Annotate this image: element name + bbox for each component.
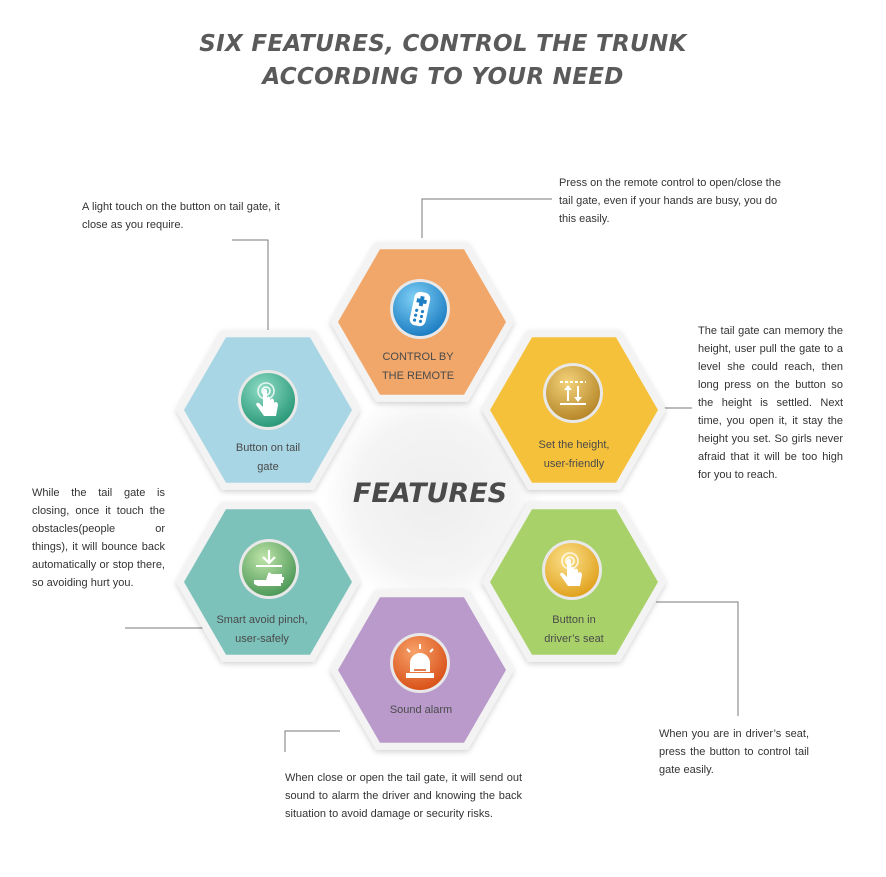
feature-height-label-line1: Set the height, bbox=[538, 439, 610, 451]
feature-driver-label-line2: driver’s seat bbox=[544, 633, 604, 645]
feature-button-tail-label-line2: gate bbox=[257, 461, 279, 473]
feature-alarm-description: When close or open the tail gate, it wil… bbox=[285, 772, 522, 820]
connector-remote bbox=[421, 198, 552, 238]
feature-alarm-label: Sound alarm bbox=[356, 701, 486, 720]
feature-driver-label-line1: Button in bbox=[552, 614, 596, 626]
alarm-siren-icon bbox=[389, 632, 451, 694]
feature-button-tail-description: A light touch on the button on tail gate… bbox=[82, 201, 280, 231]
finger-press-icon bbox=[237, 369, 299, 431]
feature-button-tail-label-line1: Button on tail bbox=[235, 442, 301, 454]
feature-height-label-line2: user-friendly bbox=[543, 458, 605, 470]
feature-alarm-label-line1: Sound alarm bbox=[389, 704, 453, 716]
finger-press-icon bbox=[541, 539, 603, 601]
page-title-line2: ACCORDING TO YOUR NEED bbox=[262, 64, 624, 90]
feature-pinch-description: While the tail gate is closing, once it … bbox=[32, 487, 165, 589]
feature-driver-description: When you are in driver’s seat, press the… bbox=[659, 728, 809, 776]
feature-pinch-label-line1: Smart avoid pinch, bbox=[216, 614, 308, 626]
feature-button-tail-label: Button on tail gate bbox=[203, 439, 333, 477]
feature-pinch-label: Smart avoid pinch, user-safely bbox=[197, 611, 327, 649]
connector-lines bbox=[125, 198, 739, 752]
connector-alarm bbox=[284, 730, 340, 752]
feature-remote-label: CONTROL BY THE REMOTE bbox=[353, 348, 483, 386]
feature-pinch-label-line2: user-safely bbox=[235, 633, 289, 645]
feature-remote-label-line1: CONTROL BY bbox=[382, 351, 454, 363]
page-title-line1: SIX FEATURES, CONTROL THE TRUNK bbox=[199, 31, 687, 57]
height-adjust-icon bbox=[542, 362, 604, 424]
feature-remote-description: Press on the remote control to open/clos… bbox=[559, 177, 781, 225]
feature-driver-label: Button in driver’s seat bbox=[509, 611, 639, 649]
remote-control-icon bbox=[389, 278, 451, 340]
feature-height-label: Set the height, user-friendly bbox=[509, 436, 639, 474]
center-label: FEATURES bbox=[352, 478, 508, 509]
feature-height-description: The tail gate can memory the height, use… bbox=[698, 325, 843, 481]
hand-stop-icon bbox=[238, 538, 300, 600]
feature-remote-label-line2: THE REMOTE bbox=[381, 370, 455, 382]
center-circle bbox=[323, 388, 543, 608]
connector-button-tail bbox=[232, 239, 269, 330]
connector-driver bbox=[656, 601, 739, 716]
